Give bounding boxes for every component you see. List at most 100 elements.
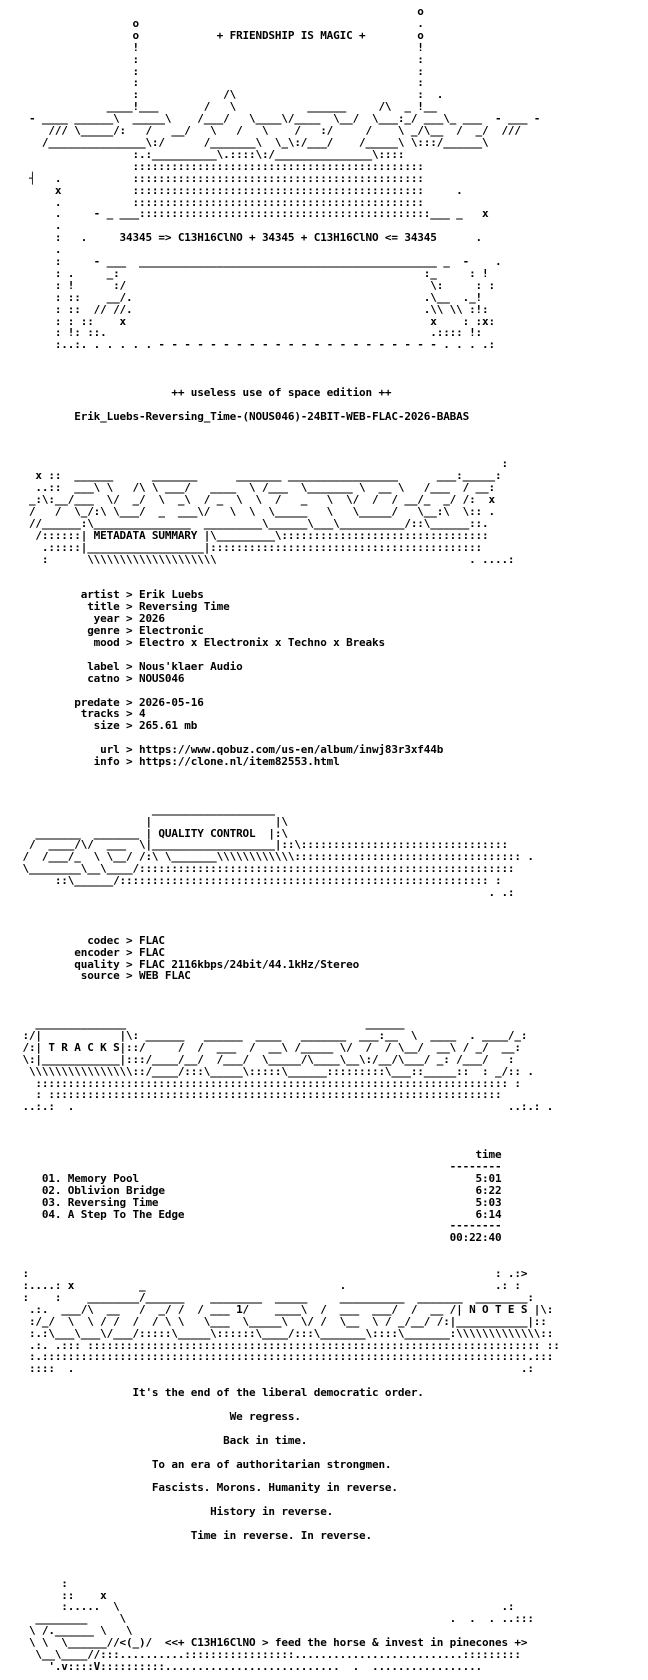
nfo-line: x ::::::::::::::::::::::::::::::::::::::… xyxy=(16,183,463,197)
nfo-line: \ \ \______//<(_)/ <<+ C13H16ClNO > feed… xyxy=(16,1636,528,1650)
nfo-line: \:|____________|:::/____/__/ /___/ \____… xyxy=(16,1052,515,1066)
nfo-line: title > Reversing Time xyxy=(16,600,230,614)
nfo-line: . xyxy=(16,219,62,233)
nfo-line: : :: // //. .\\ \\ :!: xyxy=(16,302,489,316)
nfo-line: . .: xyxy=(16,886,515,900)
nfo-line: :/| |\: ______ ______ ____ _______ ___:_… xyxy=(16,1028,528,1042)
nfo-line: . - _ ___:::::::::::::::::::::::::::::::… xyxy=(16,207,489,221)
nfo-line: o . xyxy=(16,16,424,30)
nfo-line: ::::::::::::::::::::::::::::::::::::::::… xyxy=(16,1076,521,1090)
nfo-line: | |\ xyxy=(16,814,288,828)
nfo-line: /:| T R A C K S|::/ / / ___ / __\ /_____… xyxy=(16,1040,521,1054)
nfo-line: . ::::::::::::::::::::::::::::::::::::::… xyxy=(16,195,424,209)
nfo-line: year > 2026 xyxy=(16,612,165,626)
nfo-line: : : .:> xyxy=(16,1267,528,1281)
nfo-line: tracks > 4 xyxy=(16,707,146,721)
nfo-line: /::::::| METADATA SUMMARY |\_________\::… xyxy=(16,528,489,542)
nfo-line: '.v::::V::::::::::......................… xyxy=(16,1659,483,1673)
nfo-line: predate > 2026-05-16 xyxy=(16,695,204,709)
nfo-line: \________\__\____/::::::::::::::::::::::… xyxy=(16,862,515,876)
nfo-line: /// \_____/: / __/ \ / \ / :/ / \ _/\__ … xyxy=(16,124,528,138)
nfo-line: size > 265.61 mb xyxy=(16,719,198,733)
nfo-line: : : xyxy=(16,52,424,66)
nfo-line: : : ________/______ ________ _____ _____… xyxy=(16,1290,547,1304)
nfo-line: ____!___ / \ ______ /\ _ !__ xyxy=(16,100,437,114)
nfo-line: / /___/_ \ \__/ /:\ \_______\\\\\\\\\\\\… xyxy=(16,850,534,864)
nfo-line: o + FRIENDSHIP IS MAGIC + o xyxy=(16,28,424,42)
nfo-line: \ /.______ \ \ xyxy=(16,1624,133,1638)
nfo-line: / / \_/:\ \___/ _ ___\/ \ \ \_____ \ \__… xyxy=(16,505,495,519)
nfo-line: :/_/ \ \ / / / / \ \ \___ \_____\ \/ / \… xyxy=(16,1314,547,1328)
nfo-line: - ____ ______\ _____\ /___/ \____\/____ … xyxy=(16,112,541,126)
nfo-line: History in reverse. xyxy=(16,1505,334,1519)
nfo-line: :.:\___\___\/___/:::::\_____\::::::\____… xyxy=(16,1326,554,1340)
nfo-line: codec > FLAC xyxy=(16,933,165,947)
nfo-line: \\\\\\\\\\\\\\\\::/____/:::\_____\:::::\… xyxy=(16,1064,534,1078)
nfo-line: ..:.: . ..:.: . xyxy=(16,1100,554,1114)
nfo-line: Back in time. xyxy=(16,1433,308,1447)
nfo-line: : - ___ ________________________________… xyxy=(16,255,502,269)
nfo-line: : :: __/. .\__ ._! xyxy=(16,290,483,304)
nfo-line: ______________ ______ xyxy=(16,1017,405,1031)
nfo-line: :..... \ .: xyxy=(16,1600,515,1614)
nfo-line: .:::::|__________________|::::::::::::::… xyxy=(16,540,483,554)
nfo-line: 01. Memory Pool 5:01 xyxy=(16,1171,502,1185)
nfo-line: ::\______/::::::::::::::::::::::::::::::… xyxy=(16,874,502,888)
nfo-line: ..:: ___\ \ /\ \ ___/ ____ \ /___ \_____… xyxy=(16,481,495,495)
nfo-line: time xyxy=(16,1148,502,1161)
nfo-line: label > Nous'klaer Audio xyxy=(16,659,243,673)
nfo-line: 02. Oblivion Bridge 6:22 xyxy=(16,1183,502,1197)
nfo-line: We regress. xyxy=(16,1409,301,1423)
nfo-line: / ____/\/ ___ \|___________________|::\:… xyxy=(16,838,508,852)
nfo-line: ! ! xyxy=(16,40,424,54)
nfo-line: \__\____//:::..........:::::::::::::::::… xyxy=(16,1648,521,1662)
nfo-line: : . 34345 => C13H16ClNO + 34345 + C13H16… xyxy=(16,231,483,245)
nfo-line: Fascists. Morons. Humanity in reverse. xyxy=(16,1481,398,1495)
nfo-line: 04. A Step To The Edge 6:14 xyxy=(16,1207,502,1221)
nfo-line: To an era of authoritarian strongmen. xyxy=(16,1457,392,1471)
nfo-line: artist > Erik Luebs xyxy=(16,588,204,602)
nfo-line: . xyxy=(16,243,62,257)
nfo-line: quality > FLAC 2116kbps/24bit/44.1kHz/St… xyxy=(16,957,360,971)
nfo-line: _:\:__/___ \/ _/ \ _\ / _ \ \ / _ \ \/ /… xyxy=(16,493,495,507)
nfo-line: : . _: :_ : ! xyxy=(16,266,489,280)
nfo-line: : xyxy=(16,457,508,471)
nfo-line: mood > Electro x Electronix x Techno x B… xyxy=(16,636,385,650)
nfo-line: catno > NOUS046 xyxy=(16,671,185,685)
nfo-line: :: x xyxy=(16,1588,107,1602)
nfo-line: o xyxy=(16,5,424,18)
nfo-line: //______:\_______________ _________\____… xyxy=(16,516,489,530)
nfo-line: encoder > FLAC xyxy=(16,945,165,959)
nfo-line: : ! :/ \: : : xyxy=(16,278,495,292)
nfo-line: :..:. . . . . . - - - - - - - - - - - - … xyxy=(16,338,495,352)
nfo-line: -------- xyxy=(16,1219,502,1233)
nfo-line: :.:__________\.::::\:/_______________\::… xyxy=(16,147,405,161)
nfo-line: :....: x _ . .: : xyxy=(16,1278,521,1292)
nfo-line: : ::::::::::::::::::::::::::::::::::::::… xyxy=(16,1088,502,1102)
nfo-line: ___________________ xyxy=(16,802,275,816)
nfo-line: /_______________\:/ /_______\ \_\:/___/ … xyxy=(16,135,489,149)
nfo-line: Time in reverse. In reverse. xyxy=(16,1529,372,1542)
nfo-line: ::::::::::::::::::::::::::::::::::::::::… xyxy=(16,159,424,173)
nfo-line: -------- xyxy=(16,1159,502,1173)
nfo-line: x :: ______ _______ _______ ____________… xyxy=(16,469,502,483)
nfo-line: 03. Reversing Time 5:03 xyxy=(16,1195,502,1209)
nfo-line: 00:22:40 xyxy=(16,1231,502,1245)
nfo-line: : /\ : . xyxy=(16,88,444,102)
nfo-line: _______ _______ | QUALITY CONTROL |:\ xyxy=(16,826,288,840)
nfo-line: Erik_Luebs-Reversing_Time-(NOUS046)-24BI… xyxy=(16,409,470,423)
nfo-line: :::: . .: xyxy=(16,1362,534,1376)
nfo-line: : !: ::. .:::: !: xyxy=(16,326,483,340)
nfo-line: genre > Electronic xyxy=(16,624,204,638)
nfo-line: : : xyxy=(16,76,424,90)
nfo-line: .:. .::: :::::::::::::::::::::::::::::::… xyxy=(16,1338,560,1352)
nfo-line: .:. ___/\ __ / _/ / / ___ 1/ ____\ / ___… xyxy=(16,1302,554,1316)
nfo-line: : \\\\\\\\\\\\\\\\\\\\ . ....: xyxy=(16,552,515,566)
nfo-line: url > https://www.qobuz.com/us-en/album/… xyxy=(16,743,444,757)
nfo-line: : : :: x x : :x: xyxy=(16,314,495,328)
nfo-line: ++ useless use of space edition ++ xyxy=(16,386,392,399)
nfo-line: : : xyxy=(16,64,424,78)
nfo-line: : xyxy=(16,1576,68,1590)
